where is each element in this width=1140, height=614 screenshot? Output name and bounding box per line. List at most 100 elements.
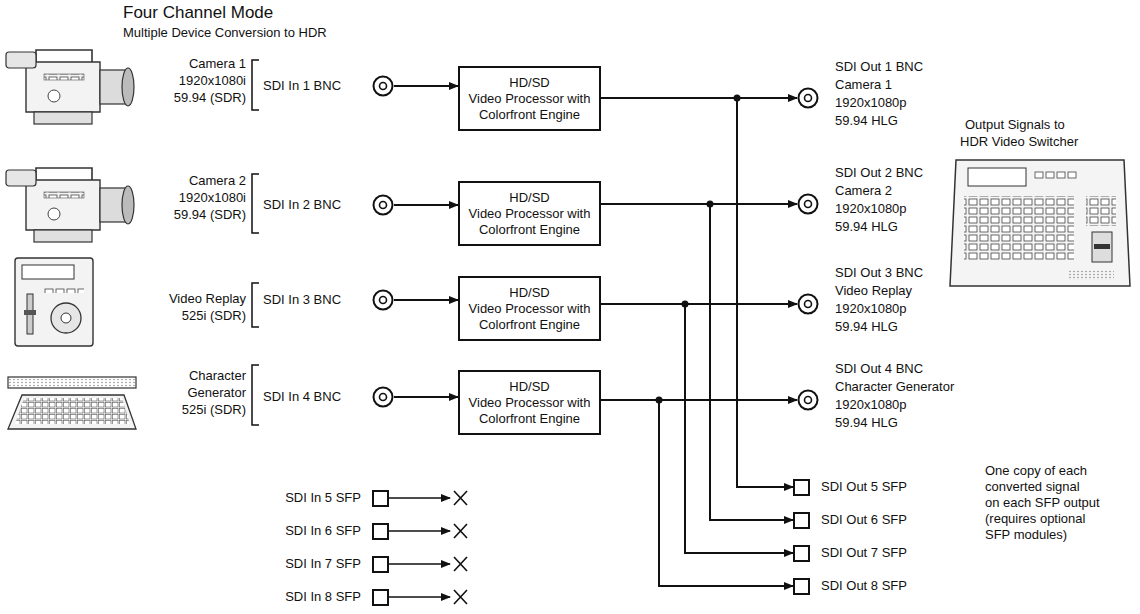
process-text: HD/SD	[509, 75, 549, 91]
process-text: Video Processor with Colorfront Engine	[465, 301, 594, 333]
process-text: Video Processor with Colorfront Engine	[465, 206, 594, 238]
unused-sfp-input	[389, 491, 467, 604]
signal-connector	[601, 304, 793, 553]
port-label: 59.94 HLG	[835, 318, 923, 336]
bnc-pin	[380, 394, 387, 401]
port-label: 59.94 HLG	[835, 218, 923, 236]
subtitle: Multiple Device Conversion to HDR	[123, 24, 327, 42]
process-box: HD/SDVideo Processor with Colorfront Eng…	[458, 370, 601, 435]
sfp-port	[372, 490, 389, 507]
port-label: SDI Out 7 SFP	[821, 544, 907, 562]
label: (requires optional	[985, 510, 1085, 528]
bnc-pin	[380, 202, 387, 209]
output-label: SDI Out 2 BNCCamera 21920x1080p59.94 HLG	[835, 164, 923, 236]
port-label: SDI In 4 BNC	[263, 387, 394, 407]
label: Character	[189, 367, 246, 385]
output-bnc: SDI Out 1 BNCCamera 11920x1080p59.94 HLG	[797, 58, 997, 130]
port-label: Camera 1	[835, 76, 923, 94]
port-label: 59.94 HLG	[835, 112, 923, 130]
signal-connector	[394, 85, 458, 87]
input-sfp: SDI In 7 SFP	[262, 555, 389, 573]
bnc-ring	[799, 195, 818, 214]
label: 1920x1080i	[179, 72, 246, 90]
bnc-ring	[799, 295, 818, 314]
bnc-pin	[380, 83, 387, 90]
input-bnc: SDI In 2 BNC	[263, 195, 394, 215]
replay-controller	[15, 258, 93, 346]
port-label: SDI In 5 SFP	[285, 489, 361, 507]
port-label: 1920x1080p	[835, 396, 954, 414]
output-sfp: SDI Out 8 SFP	[793, 577, 923, 595]
port-label: Camera 2	[835, 182, 923, 200]
bnc-ring	[799, 391, 818, 410]
label: 59.94 (SDR)	[174, 206, 246, 224]
output-label: SDI Out 1 BNCCamera 11920x1080p59.94 HLG	[835, 58, 923, 130]
port-label: SDI In 6 SFP	[285, 522, 361, 540]
signal-connector	[601, 204, 793, 520]
sfp-port	[793, 545, 810, 562]
signal-connector	[394, 396, 458, 398]
process-text: HD/SD	[509, 379, 549, 395]
label: 525i (SDR)	[182, 307, 246, 325]
label: SFP modules)	[985, 526, 1067, 544]
process-text: HD/SD	[509, 190, 549, 206]
bnc-ring	[374, 388, 393, 407]
output-sfp: SDI Out 5 SFP	[793, 478, 923, 496]
input-bnc: SDI In 4 BNC	[263, 387, 394, 407]
label: converted signal	[985, 478, 1080, 496]
port-label: SDI In 7 SFP	[285, 555, 361, 573]
port-label: 1920x1080p	[835, 200, 923, 218]
output-sfp: SDI Out 7 SFP	[793, 544, 923, 562]
bnc-pin	[805, 397, 812, 404]
port-label: SDI Out 5 SFP	[821, 478, 907, 496]
character-generator	[8, 377, 136, 429]
label: HDR Video Switcher	[960, 133, 1078, 151]
bnc-pin	[805, 201, 812, 208]
input-bnc: SDI In 3 BNC	[263, 290, 394, 310]
label: on each SFP output	[985, 494, 1100, 512]
bnc-pin	[805, 301, 812, 308]
label: 59.94 (SDR)	[174, 89, 246, 107]
input-bnc: SDI In 1 BNC	[263, 76, 394, 96]
label: Output Signals to	[965, 116, 1065, 134]
output-label: SDI Out 4 BNCCharacter Generator1920x108…	[835, 360, 954, 432]
port-label: SDI Out 6 SFP	[821, 511, 907, 529]
bnc-connector	[797, 389, 819, 411]
sfp-port	[793, 512, 810, 529]
bnc-connector	[372, 75, 394, 97]
port-label: SDI Out 3 BNC	[835, 264, 923, 282]
bnc-connector	[797, 87, 819, 109]
bnc-pin	[805, 95, 812, 102]
video-switcher	[950, 160, 1130, 286]
bnc-ring	[374, 77, 393, 96]
label: Camera 2	[189, 172, 246, 190]
process-text: Video Processor with Colorfront Engine	[465, 395, 594, 427]
port-label: SDI Out 1 BNC	[835, 58, 923, 76]
signal-connector	[601, 98, 793, 487]
label: 525i (SDR)	[182, 401, 246, 419]
port-label: 59.94 HLG	[835, 414, 954, 432]
port-label: SDI In 1 BNC	[263, 76, 394, 96]
output-bnc: SDI Out 2 BNCCamera 21920x1080p59.94 HLG	[797, 164, 997, 236]
port-label: SDI Out 8 SFP	[821, 577, 907, 595]
input-sfp: SDI In 5 SFP	[262, 489, 389, 507]
port-label: 1920x1080p	[835, 94, 923, 112]
process-box: HD/SDVideo Processor with Colorfront Eng…	[458, 66, 601, 131]
bnc-ring	[799, 89, 818, 108]
signal-connector	[394, 204, 458, 206]
bnc-ring	[374, 196, 393, 215]
title: Four Channel Mode	[123, 2, 273, 24]
label: 1920x1080i	[179, 189, 246, 207]
input-sfp: SDI In 8 SFP	[262, 588, 389, 606]
port-label: SDI Out 2 BNC	[835, 164, 923, 182]
input-sfp: SDI In 6 SFP	[262, 522, 389, 540]
process-box: HD/SDVideo Processor with Colorfront Eng…	[458, 276, 601, 341]
label: One copy of each	[985, 462, 1087, 480]
port-label: Character Generator	[835, 378, 954, 396]
port-label: SDI Out 4 BNC	[835, 360, 954, 378]
signal-connector	[394, 299, 458, 301]
output-sfp: SDI Out 6 SFP	[793, 511, 923, 529]
sfp-port	[372, 523, 389, 540]
label: Generator	[187, 384, 246, 402]
